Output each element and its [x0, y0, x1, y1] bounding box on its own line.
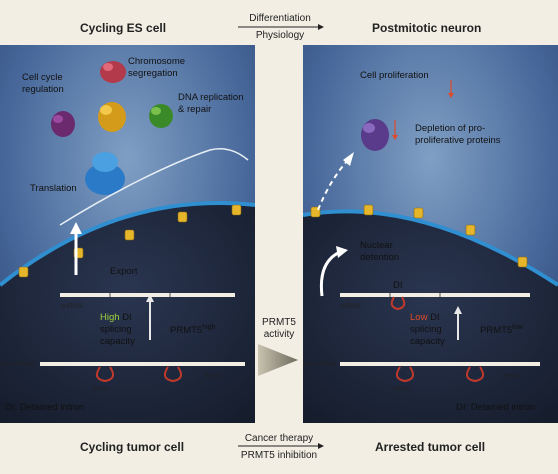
left-footer-title: Cycling tumor cell — [80, 440, 185, 454]
right-nuclear-pores — [310, 204, 528, 268]
protein-yellow — [98, 102, 126, 132]
label-chromosome: Chromosome segregation — [128, 56, 186, 79]
activity-label: activity — [263, 329, 295, 340]
label-export: Export — [110, 266, 138, 277]
label-right-prmt5: PRMT5low — [480, 322, 523, 337]
right-di-word: DI — [430, 312, 440, 323]
header-arrow-bottom: Physiology — [255, 30, 305, 41]
right-di-loop — [390, 296, 406, 311]
protein-dna-repair — [149, 104, 173, 128]
label-nuclear-detention: Nuclear detention — [360, 240, 400, 263]
right-intron-loop-1 — [395, 366, 415, 383]
protein-cell-cycle — [51, 111, 75, 137]
footer-arrow-top: Cancer therapy — [244, 433, 314, 444]
label-right-mrna: mRNA — [340, 303, 361, 310]
bottom-arrow-head — [318, 443, 324, 449]
left-di-word: DI — [122, 312, 132, 323]
right-prmt5-text: PRMT5 — [480, 325, 513, 337]
label-cell-cycle: Cell cycle regulation — [22, 72, 64, 95]
label-left-exon: Exon — [205, 373, 221, 380]
label-dna: DNA replication & repair — [178, 92, 244, 115]
label-right-exon: Exon — [504, 373, 520, 380]
left-header-title: Cycling ES cell — [80, 21, 167, 35]
label-right-di: DI — [393, 280, 403, 291]
right-footer-title: Arrested tumor cell — [375, 440, 486, 454]
label-right-splicing: Low DI splicing capacity — [410, 312, 454, 348]
left-intron-loop-2 — [163, 366, 183, 383]
label-right-premrna: pre-mRNA — [303, 361, 337, 368]
top-arrow-head — [318, 24, 324, 30]
right-intron-loop-2 — [465, 366, 485, 383]
label-depletion: Depletion of pro-proliferative proteins — [415, 123, 501, 146]
left-premrna-bar — [40, 362, 245, 366]
header-arrow-top: Differentiation — [249, 13, 311, 24]
right-low-word: Low — [410, 312, 428, 323]
left-mrna-strand — [59, 148, 249, 226]
left-prmt5-text: PRMT5 — [170, 325, 203, 337]
left-nuclear-membrane — [0, 200, 256, 287]
left-splicing-rest: splicing capacity — [100, 324, 135, 347]
prmt5-activity-arrow — [258, 344, 298, 376]
label-left-premrna: pre-mRNA — [2, 361, 36, 368]
left-mrna-bar — [60, 293, 235, 297]
label-right-di-note: DI: Detained intron — [456, 402, 536, 413]
label-translation: Translation — [30, 183, 77, 194]
right-splicing-rest: splicing capacity — [410, 324, 445, 347]
right-prmt5-sup: low — [512, 324, 523, 331]
prmt5-label: PRMT5 — [262, 317, 296, 328]
left-prmt5-sup: high — [202, 324, 216, 331]
nuclear-detention-arrow — [319, 250, 341, 297]
right-mrna-bar — [340, 293, 530, 297]
right-cell-panel — [302, 45, 558, 423]
footer-arrow-bottom: PRMT5 inhibition — [240, 450, 318, 461]
label-left-intron: Intron — [92, 386, 110, 393]
label-right-intron: Intron — [393, 386, 411, 393]
ribosome — [85, 152, 125, 195]
label-left-di-note: DI: Detained intron — [5, 402, 85, 413]
label-left-splicing: High DI splicing capacity — [100, 312, 145, 348]
protein-depleted — [361, 119, 389, 151]
right-header-title: Postmitotic neuron — [372, 21, 482, 35]
left-intron-loop-1 — [95, 366, 115, 383]
protein-chromosome — [100, 61, 126, 83]
right-premrna-bar — [340, 362, 540, 366]
label-left-mrna: mRNA — [62, 303, 83, 310]
left-cell-panel — [0, 45, 256, 423]
left-high-word: High — [100, 312, 120, 323]
dashed-export-arrow — [317, 159, 349, 211]
label-left-prmt5: PRMT5high — [170, 322, 215, 337]
label-cell-proliferation: Cell proliferation — [360, 70, 429, 81]
